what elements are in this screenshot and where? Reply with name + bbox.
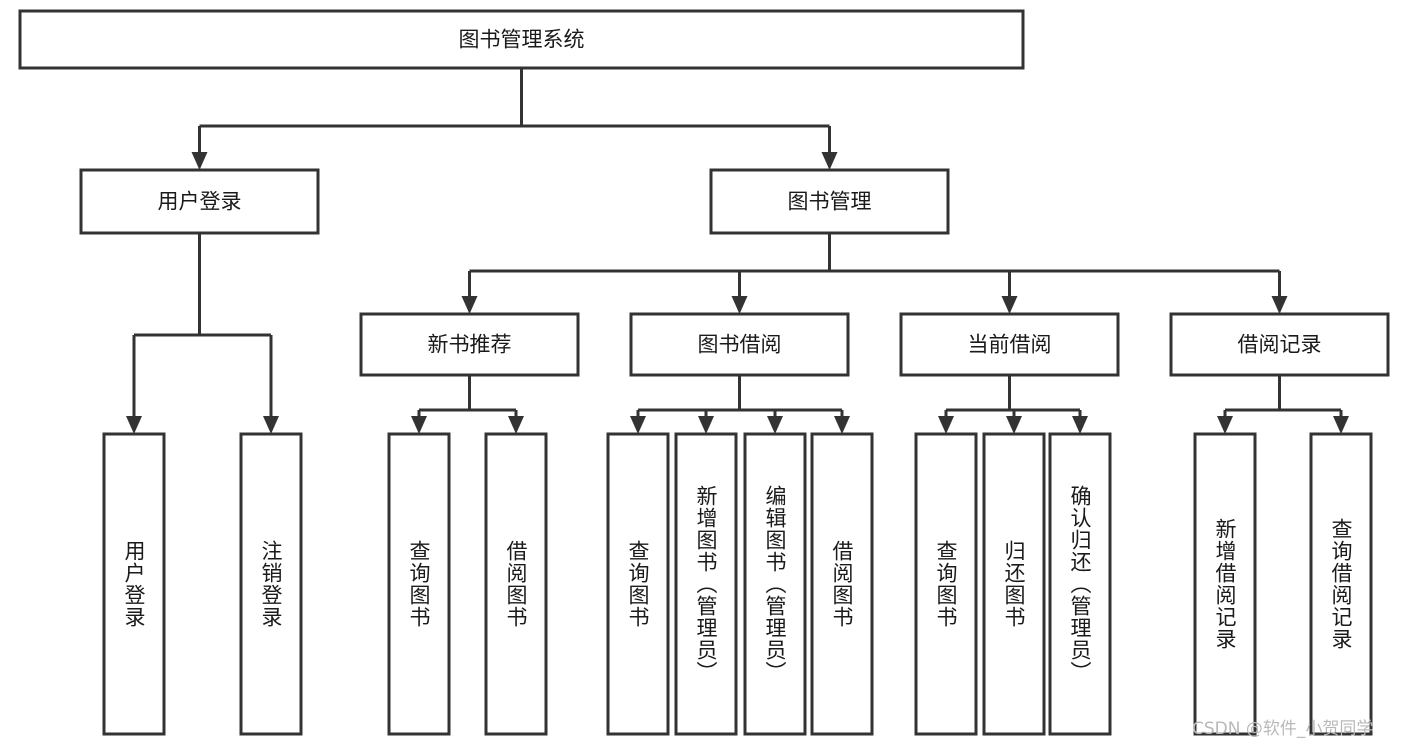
arrow-head-icon-leaf-edit-book xyxy=(767,416,783,434)
node-label-root: 图书管理系统 xyxy=(459,28,585,52)
node-box-leaf-return-book[interactable] xyxy=(982,432,1046,736)
arrow-head-icon-leaf-logout xyxy=(263,416,279,434)
node-label-book-manage: 图书管理 xyxy=(788,190,872,214)
arrow-head-icon-leaf-return-book xyxy=(1006,416,1022,434)
node-box-leaf-edit-book[interactable] xyxy=(743,432,807,736)
arrow-head-icon-leaf-user-login xyxy=(126,416,142,434)
arrow-head-icon-root-book-manage xyxy=(821,152,838,170)
arrow-head-icon-leaf-query-book-2 xyxy=(630,416,646,434)
node-label-current-borrow: 当前借阅 xyxy=(968,333,1052,357)
arrow-head-icon-current-borrow xyxy=(1001,296,1018,314)
watermark-text: CSDN @软件_小贺同学 xyxy=(1192,719,1374,739)
node-box-leaf-query-book-3[interactable] xyxy=(914,432,978,736)
arrow-head-icon-leaf-query-book-3 xyxy=(938,416,954,434)
arrow-head-icon-leaf-borrow-book-2 xyxy=(834,416,850,434)
node-box-leaf-add-book[interactable] xyxy=(674,432,738,736)
node-box-leaf-add-record[interactable] xyxy=(1193,432,1257,736)
node-box-leaf-query-book-1[interactable] xyxy=(387,432,451,736)
node-box-leaf-logout[interactable] xyxy=(239,432,303,736)
arrow-head-icon-leaf-query-book-1 xyxy=(411,416,427,434)
node-box-leaf-borrow-book-1[interactable] xyxy=(484,432,548,736)
node-label-borrow-record: 借阅记录 xyxy=(1238,333,1322,357)
node-box-leaf-confirm-return[interactable] xyxy=(1048,432,1112,736)
node-box-leaf-borrow-book-2[interactable] xyxy=(810,432,874,736)
node-label-book-borrow: 图书借阅 xyxy=(698,333,782,357)
arrow-head-icon-leaf-borrow-book-1 xyxy=(508,416,524,434)
arrow-head-icon-new-book-recommend xyxy=(461,296,478,314)
connector-links xyxy=(126,68,1349,434)
arrow-head-icon-book-borrow xyxy=(731,296,748,314)
node-box-book-borrow[interactable] xyxy=(629,312,850,377)
arrow-head-icon-leaf-add-record xyxy=(1217,416,1233,434)
node-box-borrow-record[interactable] xyxy=(1169,312,1390,377)
arrow-head-icon-leaf-query-record xyxy=(1333,416,1349,434)
node-label-user-login: 用户登录 xyxy=(158,190,242,214)
node-box-new-book-recommend[interactable] xyxy=(359,312,580,377)
node-box-leaf-query-record[interactable] xyxy=(1309,432,1373,736)
node-box-leaf-user-login[interactable] xyxy=(102,432,166,736)
node-box-leaf-query-book-2[interactable] xyxy=(606,432,670,736)
node-box-root[interactable] xyxy=(18,9,1025,70)
arrow-head-icon-borrow-record xyxy=(1271,296,1288,314)
arrow-head-icon-root-user-login xyxy=(191,152,208,170)
arrow-head-icon-leaf-add-book xyxy=(698,416,714,434)
node-label-new-book-recommend: 新书推荐 xyxy=(428,333,512,357)
arrow-head-icon-leaf-confirm-return xyxy=(1072,416,1088,434)
node-box-book-manage[interactable] xyxy=(709,168,950,235)
node-box-user-login[interactable] xyxy=(79,168,320,235)
node-box-current-borrow[interactable] xyxy=(899,312,1120,377)
